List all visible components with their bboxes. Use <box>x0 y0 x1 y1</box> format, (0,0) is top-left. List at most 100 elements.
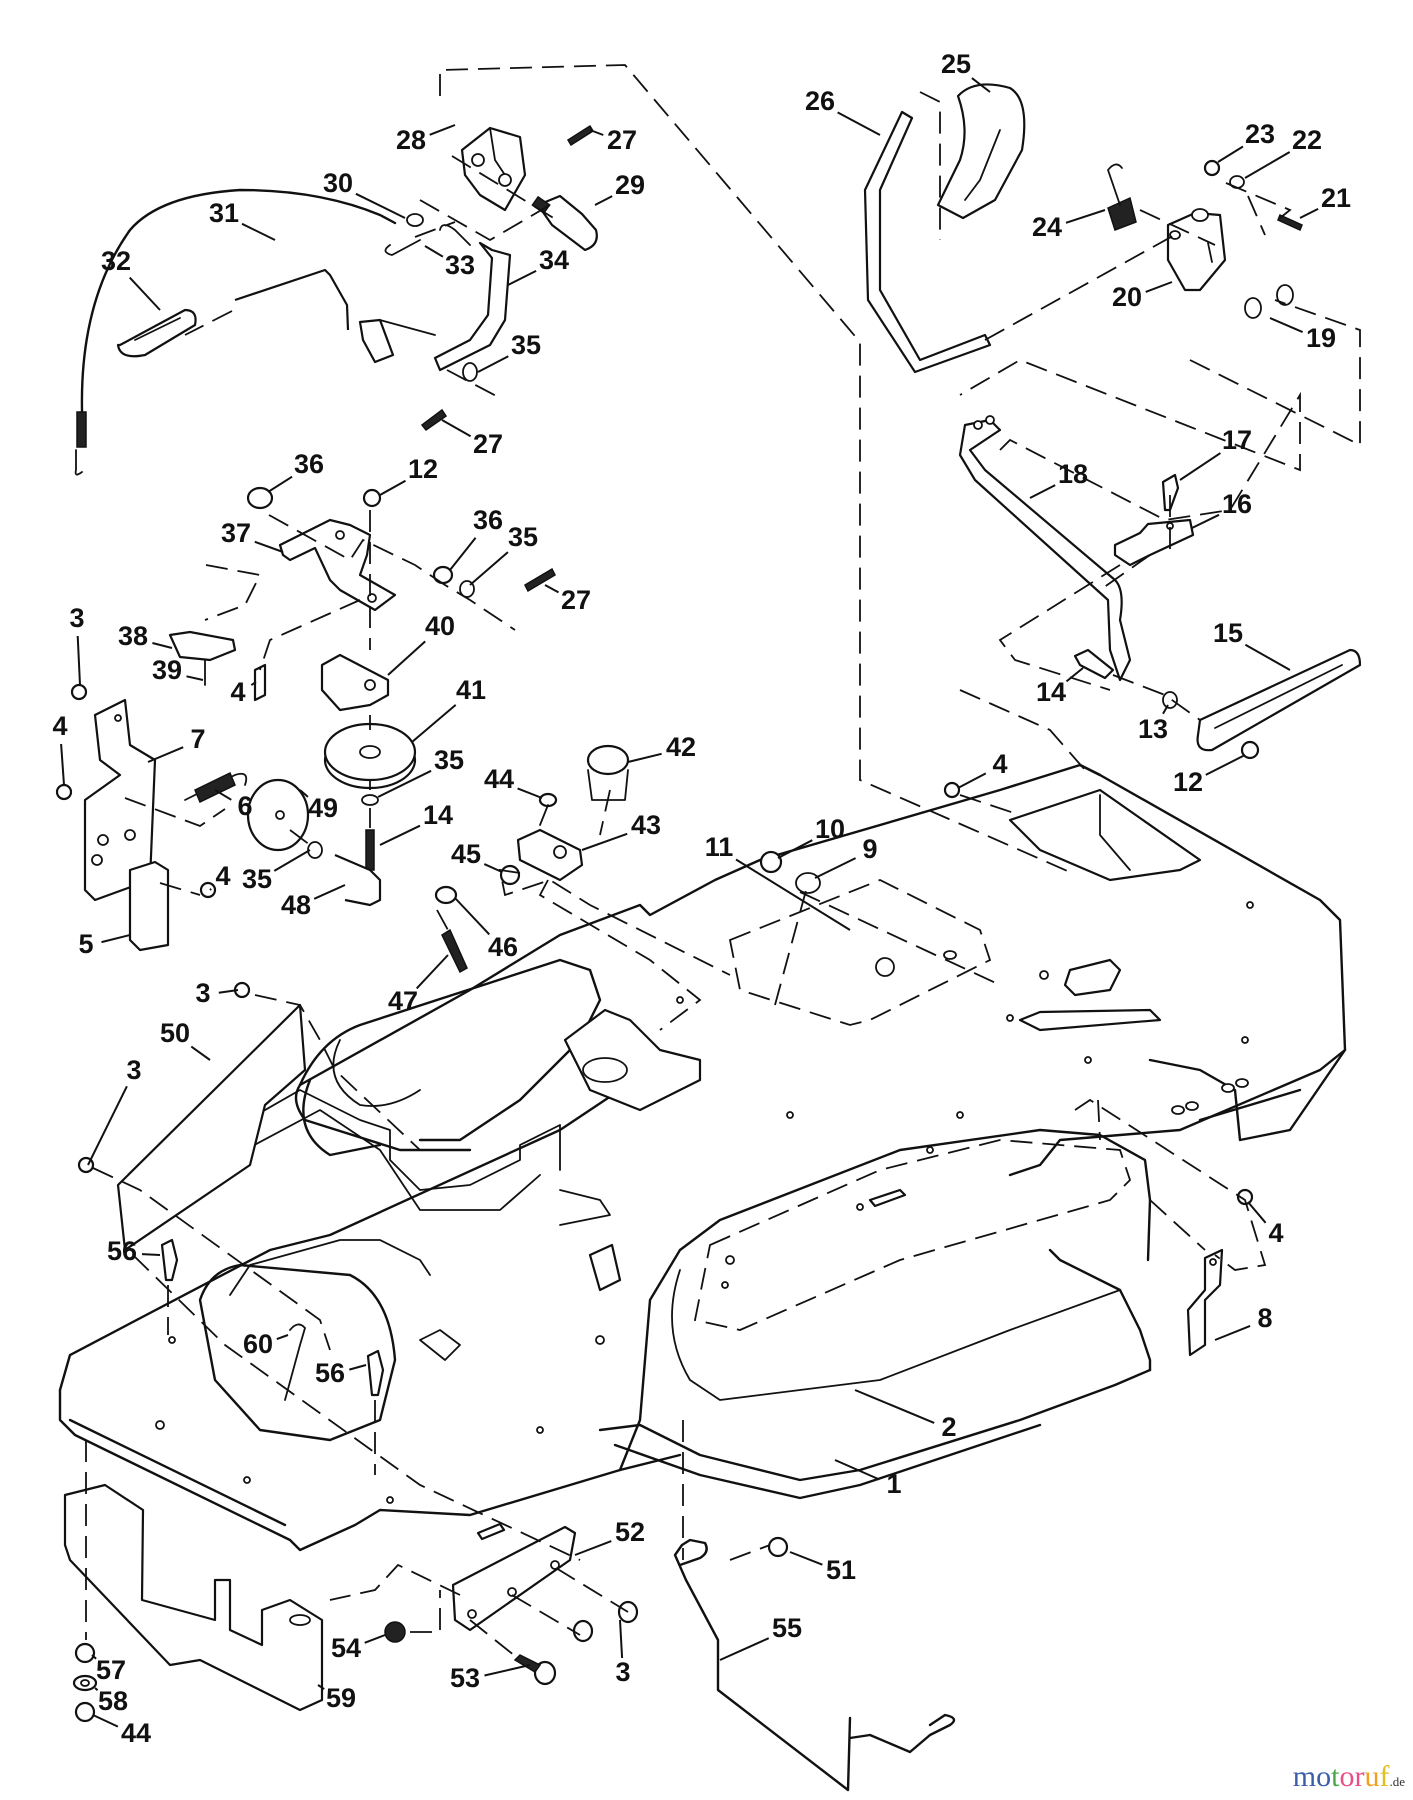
callout-number: 33 <box>445 250 475 280</box>
callout-55: 55 <box>719 1613 802 1661</box>
leader-line <box>60 743 65 786</box>
leader-line <box>449 537 477 571</box>
callout-number: 18 <box>1058 459 1088 489</box>
callout-number: 35 <box>508 522 538 552</box>
callout-8: 8 <box>1214 1303 1273 1341</box>
callout-number: 35 <box>242 864 272 894</box>
callout-number: 56 <box>107 1236 137 1266</box>
callout-number: 27 <box>473 429 503 459</box>
callout-number: 32 <box>101 246 131 276</box>
leader-line <box>1065 209 1106 224</box>
callout-32: 32 <box>101 246 161 311</box>
callout-22: 22 <box>1244 125 1322 179</box>
leader-line <box>87 1085 128 1166</box>
callout-number: 37 <box>221 518 251 548</box>
leader-line <box>719 1637 770 1661</box>
callout-35: 35 <box>477 330 541 373</box>
callout-24: 24 <box>1032 209 1106 242</box>
watermark-letter: u <box>1364 1760 1380 1793</box>
callout-3: 3 <box>87 1055 142 1166</box>
callout-48: 48 <box>281 884 346 920</box>
callout-56: 56 <box>315 1358 367 1388</box>
callout-number: 14 <box>1036 677 1066 707</box>
leader-line <box>507 270 537 286</box>
callout-50: 50 <box>160 1018 211 1061</box>
callout-number: 36 <box>294 449 324 479</box>
callout-number: 4 <box>1268 1218 1283 1248</box>
callout-number: 40 <box>425 611 455 641</box>
callout-number: 50 <box>160 1018 190 1048</box>
callout-number: 3 <box>615 1657 630 1687</box>
leader-line <box>379 824 421 846</box>
leader-line <box>241 222 276 241</box>
leader-line <box>92 1714 119 1728</box>
callout-number: 4 <box>230 677 245 707</box>
watermark-letter: r <box>1354 1760 1365 1793</box>
callout-number: 52 <box>615 1517 645 1547</box>
callout-number: 56 <box>315 1358 345 1388</box>
callout-37: 37 <box>221 518 284 553</box>
leader-line <box>854 1389 935 1424</box>
callout-17: 17 <box>1179 425 1252 481</box>
leader-line <box>777 839 813 859</box>
parts-lower-left <box>63 1238 639 1723</box>
leader-line <box>1244 643 1291 671</box>
leader-line <box>128 276 161 311</box>
callout-number: 39 <box>152 655 182 685</box>
callout-number: 34 <box>539 245 569 275</box>
callout-25: 25 <box>941 49 991 93</box>
callout-31: 31 <box>209 198 276 241</box>
leader-line <box>76 635 81 686</box>
callout-number: 12 <box>408 454 438 484</box>
leader-line <box>1244 151 1291 179</box>
leader-line <box>589 129 604 136</box>
parts-mid-left <box>55 486 821 1252</box>
callout-number: 43 <box>631 810 661 840</box>
callout-59: 59 <box>317 1683 356 1713</box>
leader-line <box>627 752 662 763</box>
callout-number: 27 <box>561 585 591 615</box>
leader-line <box>1205 754 1246 776</box>
callout-33: 33 <box>424 245 475 280</box>
callout-58: 58 <box>94 1686 128 1716</box>
leader-line <box>1299 208 1319 219</box>
callout-number: 4 <box>215 861 230 891</box>
leader-line <box>594 195 613 206</box>
leader-line <box>299 789 309 798</box>
callout-14: 14 <box>379 800 453 846</box>
callout-6: 6 <box>214 789 253 821</box>
leader-line <box>1162 704 1169 715</box>
watermark-letter: m <box>1292 1760 1317 1793</box>
callout-36: 36 <box>449 505 503 571</box>
callout-number: 35 <box>434 745 464 775</box>
callout-57: 57 <box>91 1654 126 1685</box>
callout-18: 18 <box>1029 459 1088 499</box>
callout-number: 3 <box>69 603 84 633</box>
assembly-guide-lines <box>85 64 1361 1661</box>
callout-27: 27 <box>589 125 637 155</box>
callout-number: 57 <box>96 1655 126 1685</box>
callout-number: 58 <box>98 1686 128 1716</box>
leader-line <box>147 746 184 763</box>
watermark-text: motoruf <box>1293 1760 1390 1793</box>
leader-line <box>484 1664 531 1677</box>
leader-line <box>254 540 284 553</box>
callout-44: 44 <box>92 1714 151 1748</box>
callout-number: 42 <box>666 732 696 762</box>
callout-number: 44 <box>484 764 514 794</box>
callout-number: 2 <box>941 1412 956 1442</box>
callout-45: 45 <box>451 839 503 873</box>
callout-number: 19 <box>1306 323 1336 353</box>
callout-21: 21 <box>1299 183 1351 219</box>
leader-line <box>1217 145 1244 163</box>
callout-35: 35 <box>377 745 464 798</box>
leader-line <box>957 772 987 789</box>
callout-number: 41 <box>456 675 486 705</box>
callout-number: 8 <box>1257 1303 1272 1333</box>
callout-29: 29 <box>594 170 645 206</box>
leader-line <box>1065 667 1084 683</box>
leader-line <box>411 704 457 743</box>
callout-number: 4 <box>52 711 67 741</box>
callout-12: 12 <box>1173 754 1246 797</box>
